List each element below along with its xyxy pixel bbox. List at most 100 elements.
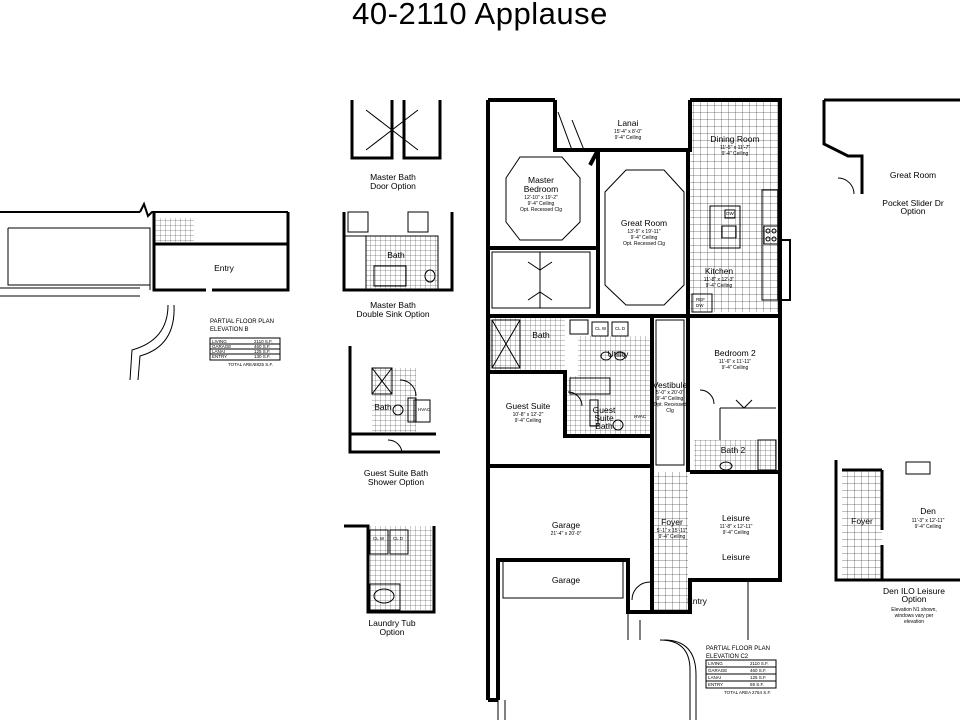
partial-c2-row-2-value: 460 S.F. — [750, 668, 767, 673]
page-title: 40-2110 Applause — [352, 0, 608, 31]
vestibule-option2: Clg — [666, 408, 674, 414]
master-size: 12'-10" x 19'-2" — [524, 195, 558, 201]
dining-size: 11'-5" x 11'-7" — [720, 145, 750, 151]
caption-master-bath-door-1: Master Bath — [370, 172, 416, 182]
garage-size: 21'-4" x 20'-0" — [551, 531, 582, 537]
partial-b-row-3-value: 125 S.F. — [254, 349, 271, 354]
bath-label: Bath — [532, 330, 550, 340]
bedroom2-ceiling: 9'-4" Ceiling — [722, 365, 749, 371]
dining-ceiling: 9'-4" Ceiling — [722, 151, 749, 157]
caption-pocket-1: Pocket Slider Dr — [882, 198, 944, 208]
dw-label: DW — [696, 303, 704, 308]
den-ceiling: 9'-4" Ceiling — [915, 524, 942, 530]
ref-label: REF — [696, 297, 705, 302]
leisure-ceiling: 9'-4" Ceiling — [723, 530, 750, 536]
caption-laundry-1: Laundry Tub — [368, 618, 416, 628]
area-table-lines — [209, 337, 777, 689]
guest-bath-label-3: Bath — [595, 421, 613, 431]
master-option: Opt. Recessed Clg — [520, 207, 562, 213]
partial-c2-heading-2: ELEVATION C2 — [706, 654, 749, 660]
den-note-1: Elevation N1 shown, — [891, 607, 937, 613]
caption-double-sink-1: Master Bath — [370, 300, 416, 310]
partial-b-total-value: 2825 S.F. — [254, 362, 273, 367]
partial-c2-row-4-value: 69 S.F. — [750, 682, 764, 687]
utility-label: Utility — [608, 349, 630, 359]
bedroom2-size: 11'-6" x 11'-11" — [719, 359, 752, 365]
leisure-label: Leisure — [722, 513, 750, 523]
option-master-bath-door — [350, 100, 442, 160]
partial-c2-row-3-label: LANAI — [708, 675, 721, 680]
master-tray-ceiling — [505, 156, 581, 241]
pocket-great-room-label: Great Room — [890, 170, 936, 180]
lanai-label: Lanai — [618, 118, 639, 128]
partial-c2-total-value: 2764 S.F. — [752, 690, 771, 695]
great-room-ceiling: 9'-4" Ceiling — [631, 235, 658, 241]
option-double-sink — [342, 211, 454, 292]
caption-laundry-2: Option — [379, 627, 404, 637]
entry-label: Entry — [687, 596, 708, 606]
den-size: 11'-3" x 12'-11" — [912, 518, 945, 524]
partial-c2-row-1-label: LIVING — [708, 661, 723, 666]
partial-c2-row-1-value: 2110 S.F. — [750, 661, 769, 666]
master-ceiling: 9'-4" Ceiling — [528, 201, 555, 207]
partial-b-row-4-value: 130 S.F. — [254, 354, 271, 359]
garage-label: Garage — [552, 520, 581, 530]
cld-label: CL D — [615, 326, 626, 331]
ow-label: OW — [726, 211, 735, 216]
vestibule-ceiling: 9'-4" Ceiling — [657, 396, 684, 402]
lanai-ceiling: 9'-4" Ceiling — [615, 135, 642, 141]
caption-den-2: Option — [901, 594, 926, 604]
kitchen-size: 11'-8" x 12'-3" — [704, 277, 735, 283]
laundry-w-label: CL W — [373, 536, 385, 541]
den-label: Den — [920, 506, 936, 516]
partial-c2-row-4-label: ENTRY — [708, 682, 723, 687]
option-den — [834, 460, 960, 582]
option-guest-shower — [348, 346, 440, 454]
hvac-label: HVAC — [634, 414, 647, 419]
den-note-2: windows vary per — [895, 613, 934, 619]
leisure-alt-label: Leisure — [722, 552, 750, 562]
sink-option-bath-label: Bath — [387, 250, 405, 260]
garage-alt-label: Garage — [552, 575, 581, 585]
utility-tile — [578, 336, 650, 376]
den-foyer-label: Foyer — [851, 516, 873, 526]
guest-bath-label-2: Suite — [594, 413, 614, 423]
clw-label: CL W — [595, 326, 607, 331]
partial-b-row-2-value: 460 S.F. — [254, 344, 271, 349]
caption-guest-shower-1: Guest Suite Bath — [364, 468, 429, 478]
option-laundry-tub — [344, 524, 436, 614]
bedroom2-label: Bedroom 2 — [714, 348, 756, 358]
partial-b-heading-1: PARTIAL FLOOR PLAN — [210, 319, 274, 325]
bath-tile — [490, 316, 565, 372]
great-room-option: Opt. Recessed Clg — [623, 241, 665, 247]
partial-b-row-3-label: LANAI — [212, 349, 225, 354]
partial-b-heading-2: ELEVATION B — [210, 327, 248, 333]
great-room-tray-ceiling — [604, 169, 685, 306]
shower-option-bath-label: Bath — [374, 402, 392, 412]
lanai-size: 15'-4" x 8'-0" — [614, 129, 642, 135]
foyer-ceiling: 9'-4" Ceiling — [659, 534, 686, 540]
partial-c2-row-3-value: 125 S.F. — [750, 675, 767, 680]
den-note-3: elevation — [904, 619, 924, 625]
guest-suite-ceiling: 9'-4" Ceiling — [515, 418, 542, 424]
master-label-2: Bedroom — [524, 184, 559, 194]
vestibule-size: 5'-0" x 20'-0" — [656, 390, 684, 396]
caption-pocket-2: Option — [900, 206, 925, 216]
partial-b-row-2-label: GARAGE — [212, 344, 231, 349]
leisure-size: 11'-8" x 12'-11" — [720, 524, 753, 530]
partial-b-entry: Entry — [214, 263, 235, 273]
kitchen-ceiling: 9'-4" Ceiling — [706, 283, 733, 289]
guest-bath-tile — [565, 376, 650, 436]
vestibule-tray — [655, 319, 685, 466]
laundry-d-label: CL D — [393, 536, 404, 541]
kitchen-label: Kitchen — [705, 266, 734, 276]
vestibule-label: Vestibule — [653, 380, 688, 390]
master-label-1: Master — [528, 175, 554, 185]
partial-b-row-4-label: ENTRY — [212, 354, 227, 359]
option-pocket-slider — [822, 98, 960, 195]
partial-b-total-label: TOTAL AREA — [228, 362, 255, 367]
caption-double-sink-2: Double Sink Option — [356, 309, 430, 319]
shower-option-hvac-label: HVAC — [418, 407, 431, 412]
guest-suite-label: Guest Suite — [506, 401, 551, 411]
